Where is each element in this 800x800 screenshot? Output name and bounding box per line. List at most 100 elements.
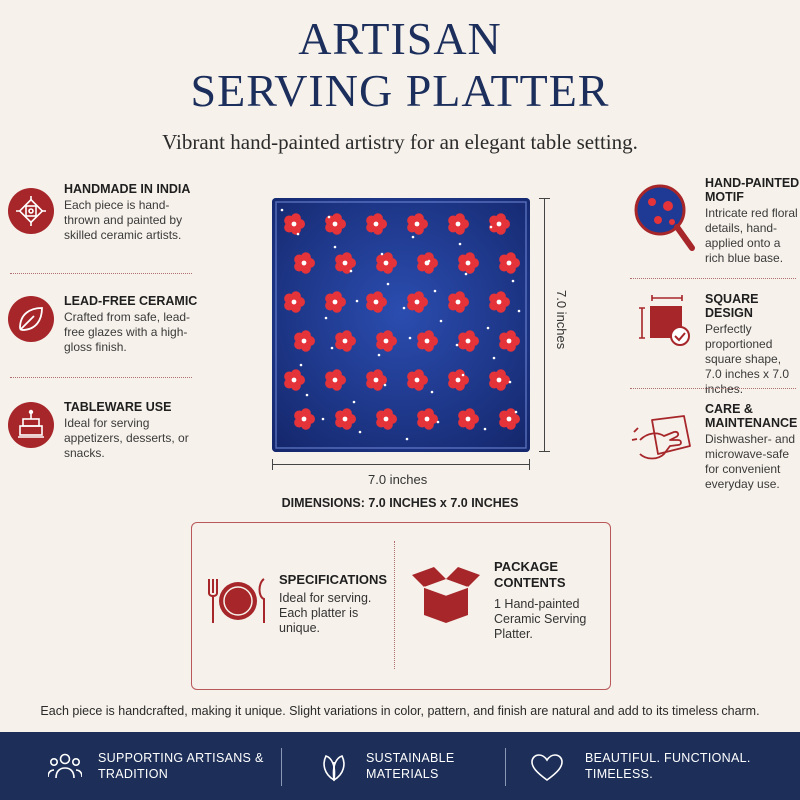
feature-title: HANDMADE IN INDIA <box>64 182 191 196</box>
flower-motif <box>294 330 315 352</box>
flower-motif <box>335 252 356 274</box>
glaze-dot <box>436 420 440 424</box>
glaze-dot <box>461 373 465 377</box>
flower-motif <box>407 291 428 313</box>
flower-motif <box>489 369 510 391</box>
footer-separator <box>505 748 506 786</box>
flower-motif <box>417 408 438 430</box>
flower-motif <box>499 252 520 274</box>
feature-title: SQUARE DESIGN <box>705 292 759 320</box>
box-divider <box>394 541 396 669</box>
flower-motif <box>325 213 346 235</box>
glaze-dot <box>483 427 487 431</box>
flower-motif <box>284 213 305 235</box>
flower-motif <box>458 408 479 430</box>
divider <box>630 278 796 279</box>
flower-motif <box>335 330 356 352</box>
divider <box>10 273 192 274</box>
feature-title: CARE & MAINTENANCE <box>705 402 798 430</box>
feature-text: Each piece is hand-thrown and painted by… <box>64 198 183 242</box>
subtitle: Vibrant hand-painted artistry for an ele… <box>162 130 638 154</box>
flower-motif <box>376 252 397 274</box>
flower-motif <box>458 330 479 352</box>
footer-artisans: SUPPORTING ARTISANS & TRADITION <box>98 751 264 781</box>
people-icon <box>47 752 83 785</box>
flower-motif <box>376 408 397 430</box>
title-line-2: SERVING PLATTER <box>190 65 610 116</box>
feature-title: LEAD-FREE CERAMIC <box>64 294 198 308</box>
width-label: 7.0 inches <box>368 472 428 487</box>
divider <box>630 388 796 389</box>
glaze-dot <box>327 215 331 219</box>
flower-motif <box>407 369 428 391</box>
glaze-dot <box>433 289 437 293</box>
flower-motif <box>448 369 469 391</box>
glaze-dot <box>439 319 443 323</box>
flower-motif <box>489 291 510 313</box>
footer-sustainable: SUSTAINABLE MATERIALS <box>366 751 455 781</box>
specs-box: SPECIFICATIONS Ideal for serving. Each p… <box>191 522 611 690</box>
box-icon <box>410 563 482 625</box>
feature-text: Perfectly proportioned square shape, 7.0… <box>705 322 790 396</box>
height-tick-top <box>539 198 550 199</box>
glaze-dot <box>358 430 362 434</box>
feature-title: TABLEWARE USE <box>64 400 172 414</box>
feature-text: Dishwasher- and microwave-safe for conve… <box>705 432 796 491</box>
handcrafted-note: Each piece is handcrafted, making it uni… <box>40 704 760 718</box>
height-label: 7.0 inches <box>554 290 569 350</box>
width-dimension-line <box>272 464 530 465</box>
glaze-dot <box>333 245 337 249</box>
title-line-1: ARTISAN <box>298 13 502 64</box>
glaze-dot <box>408 336 412 340</box>
flower-motif <box>448 291 469 313</box>
flower-motif <box>417 330 438 352</box>
flower-motif <box>499 330 520 352</box>
platter-pattern <box>272 198 530 452</box>
glaze-dot <box>508 380 512 384</box>
glaze-dot <box>405 437 409 441</box>
glaze-dot <box>324 316 328 320</box>
flower-motif <box>294 408 315 430</box>
glaze-dot <box>458 242 462 246</box>
footer-separator <box>281 748 282 786</box>
width-tick-right <box>529 459 530 470</box>
flower-motif <box>458 252 479 274</box>
glaze-dot <box>302 262 306 266</box>
glaze-dot <box>464 272 468 276</box>
wiping-hand-icon <box>630 410 696 470</box>
glaze-dot <box>321 417 325 421</box>
feature-title: HAND-PAINTED MOTIF <box>705 176 800 204</box>
footer-band: SUPPORTING ARTISANS & TRADITION SUSTAINA… <box>0 732 800 800</box>
height-tick-bottom <box>539 451 550 452</box>
flower-motif <box>284 291 305 313</box>
glaze-dot <box>280 208 284 212</box>
glaze-dot <box>402 306 406 310</box>
glaze-dot <box>377 353 381 357</box>
package-title: PACKAGE CONTENTS <box>494 559 566 590</box>
glaze-dot <box>349 269 353 273</box>
glaze-dot <box>305 393 309 397</box>
glaze-dot <box>486 326 490 330</box>
platter-image <box>272 198 530 452</box>
flower-motif <box>284 369 305 391</box>
feature-text: Crafted from safe, lead-free glazes with… <box>64 310 191 354</box>
glaze-dot <box>514 410 518 414</box>
flower-motif <box>366 291 387 313</box>
glaze-dot <box>296 232 300 236</box>
glaze-dot <box>330 346 334 350</box>
flower-motif <box>325 291 346 313</box>
flower-motif <box>407 213 428 235</box>
specifications-title: SPECIFICATIONS <box>279 572 388 587</box>
flower-motif <box>376 330 397 352</box>
width-tick-left <box>272 459 273 470</box>
height-dimension-line <box>544 198 545 452</box>
magnifier-icon <box>632 180 698 256</box>
plate-cutlery-icon <box>204 575 270 625</box>
glaze-dot <box>386 282 390 286</box>
feature-text: Ideal for serving appetizers, desserts, … <box>64 416 189 460</box>
glaze-dot <box>492 356 496 360</box>
flower-motif <box>335 408 356 430</box>
cake-icon <box>8 402 54 448</box>
flower-motif <box>499 408 520 430</box>
flower-motif <box>325 369 346 391</box>
